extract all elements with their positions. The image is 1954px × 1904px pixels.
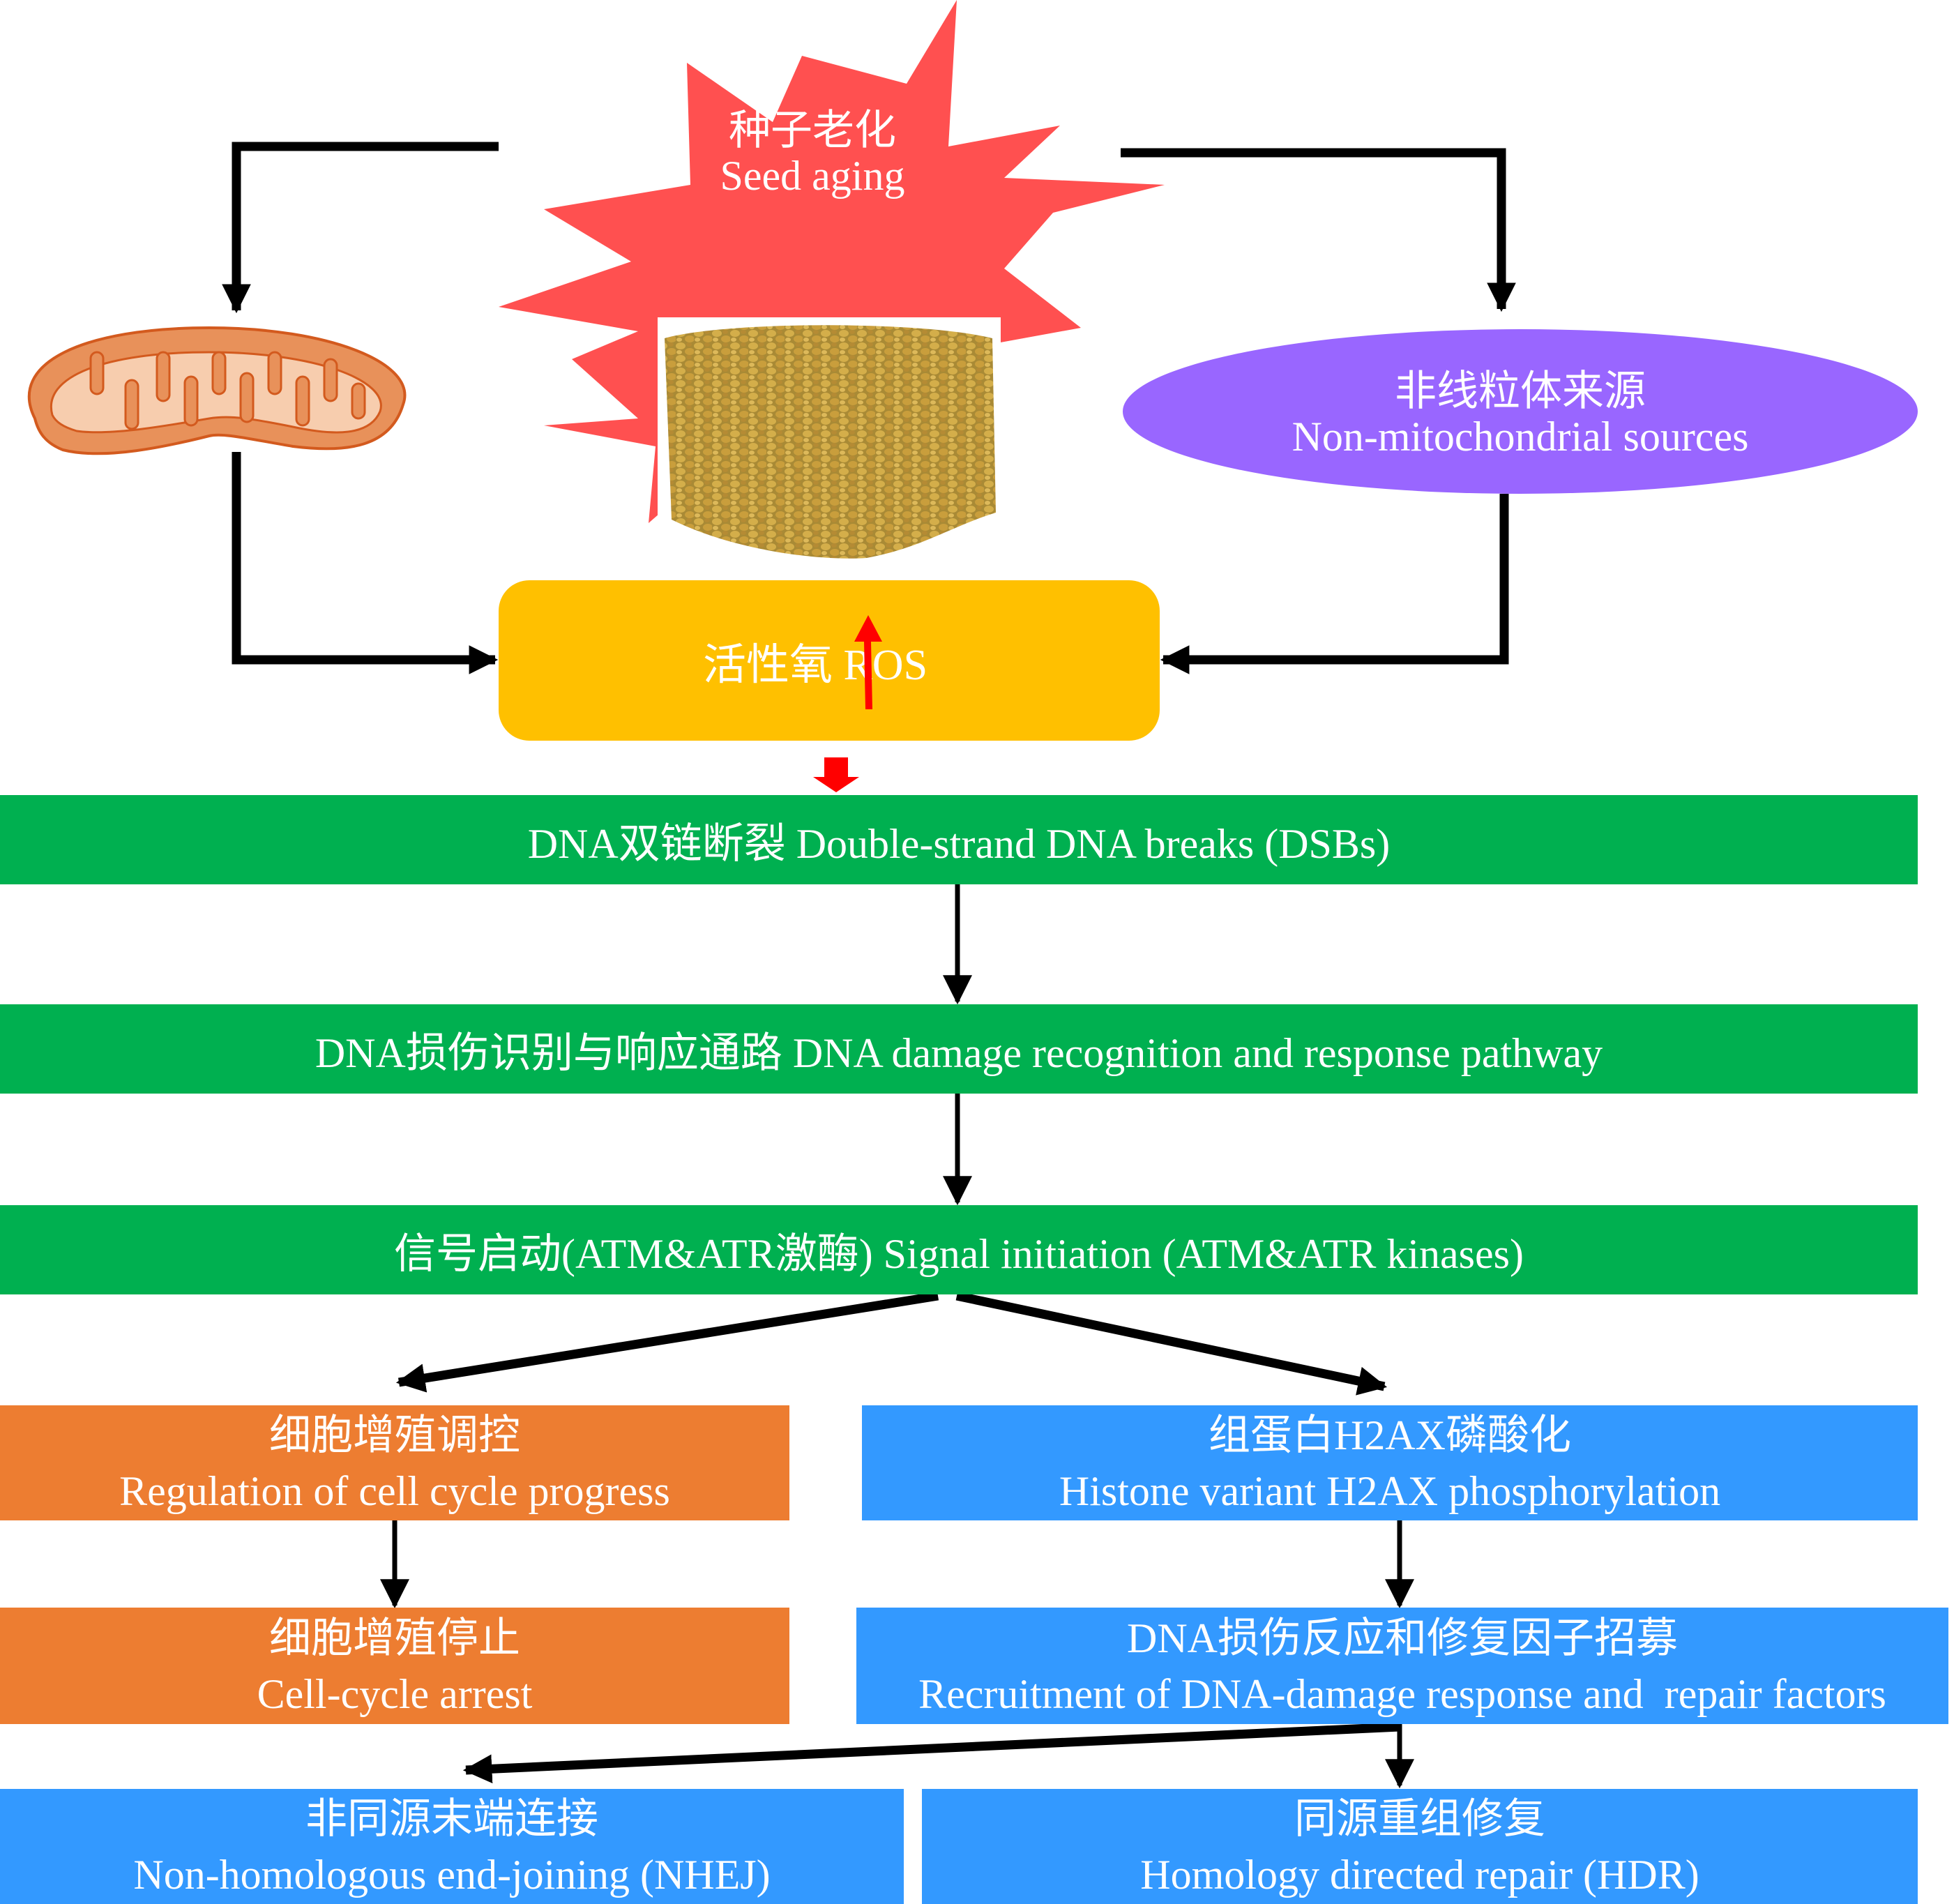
arrow-seed-to-mitochondria [222, 142, 499, 314]
cell-cycle-regulation-en: Regulation of cell cycle progress [119, 1467, 670, 1514]
seed-pile-image [658, 317, 1001, 565]
seed-aging-label-zh: 种子老化 [729, 107, 896, 153]
arrow-nonmito-to-ros [1160, 494, 1509, 674]
arrow-recruitment-to-nhej [462, 1722, 1400, 1784]
recruitment-en: Recruitment of DNA-damage response and r… [918, 1670, 1886, 1717]
ros-label: 活性氧 ROS [702, 642, 928, 689]
box-cell-cycle-regulation: 细胞增殖调控 Regulation of cell cycle progress [0, 1405, 789, 1520]
bar-dsb: DNA双链断裂 Double-strand DNA breaks (DSBs) [0, 795, 1918, 884]
hdr-en: Homology directed repair (HDR) [1140, 1851, 1699, 1898]
recruitment-zh: DNA损伤反应和修复因子招募 [1127, 1615, 1678, 1661]
cell-cycle-arrest-en: Cell-cycle arrest [257, 1670, 533, 1717]
mitochondria-icon [27, 326, 407, 455]
seed-aging-label-en: Seed aging [720, 153, 905, 199]
nhej-en: Non-homologous end-joining (NHEJ) [133, 1851, 771, 1898]
nhej-zh: 非同源末端连接 [305, 1795, 598, 1842]
cell-cycle-regulation-zh: 细胞增殖调控 [269, 1412, 520, 1458]
box-h2ax: 组蛋白H2AX磷酸化 Histone variant H2AX phosphor… [862, 1405, 1918, 1520]
non-mito-label-zh: 非线粒体来源 [1395, 368, 1646, 414]
bar-dsb-label: DNA双链断裂 Double-strand DNA breaks (DSBs) [527, 820, 1391, 867]
bar-signal: 信号启动(ATM&ATR激酶) Signal initiation (ATM&A… [0, 1205, 1918, 1294]
increase-arrow-icon [854, 615, 882, 709]
box-recruitment: DNA损伤反应和修复因子招募 Recruitment of DNA-damage… [856, 1608, 1948, 1724]
box-cell-cycle-arrest: 细胞增殖停止 Cell-cycle arrest [0, 1608, 789, 1724]
bar-recognition: DNA损伤识别与响应通路 DNA damage recognition and … [0, 1004, 1918, 1094]
hdr-zh: 同源重组修复 [1294, 1795, 1545, 1842]
non-mitochondrial-sources-ellipse [1123, 329, 1918, 494]
cell-cycle-arrest-zh: 细胞增殖停止 [269, 1615, 520, 1661]
arrow-signal-to-cell-cycle [395, 1291, 939, 1393]
h2ax-zh: 组蛋白H2AX磷酸化 [1209, 1412, 1571, 1458]
arrow-seed-to-nonmito [1121, 148, 1516, 312]
ros-box: 活性氧 ROS [499, 580, 1160, 741]
ros-down-arrow-icon [813, 757, 859, 792]
non-mito-label-en: Non-mitochondrial sources [1292, 414, 1749, 460]
h2ax-en: Histone variant H2AX phosphorylation [1059, 1467, 1721, 1514]
arrow-signal-to-h2ax [955, 1291, 1388, 1396]
box-hdr: 同源重组修复 Homology directed repair (HDR) [922, 1789, 1918, 1904]
bar-recognition-label: DNA损伤识别与响应通路 DNA damage recognition and … [315, 1029, 1603, 1076]
arrow-mitochondria-to-ros [232, 452, 499, 674]
box-nhej: 非同源末端连接 Non-homologous end-joining (NHEJ… [0, 1789, 904, 1904]
bar-signal-label: 信号启动(ATM&ATR激酶) Signal initiation (ATM&A… [394, 1230, 1524, 1277]
